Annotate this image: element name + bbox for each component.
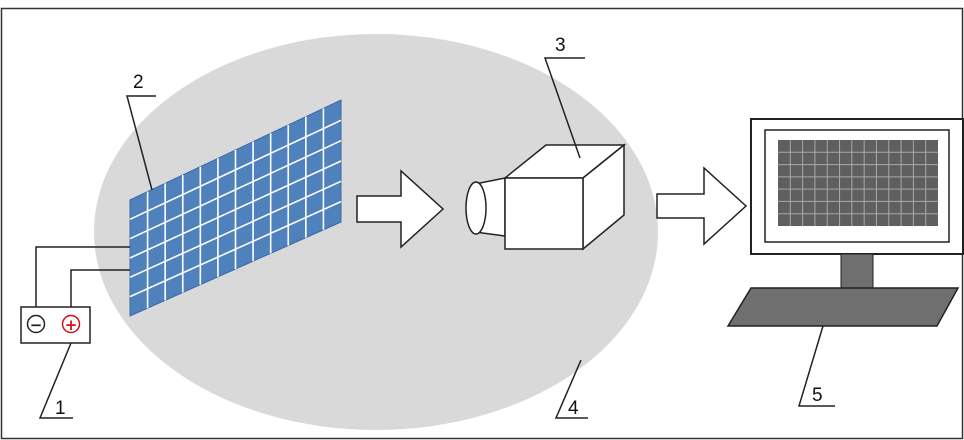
label-illumination: 4 [568,398,579,419]
label-computer: 5 [812,385,823,406]
callout-lines [38,57,835,419]
arrow-right-icon [656,166,748,246]
negative-symbol: − [30,316,43,334]
label-panel: 2 [133,72,144,93]
label-battery: 1 [55,398,66,419]
connection-wires [35,246,130,315]
illumination-area [94,34,658,430]
monitor-stand [840,253,874,289]
negative-terminal-icon [26,314,46,334]
label-camera: 3 [555,35,566,56]
positive-terminal-icon [61,314,81,334]
battery-icon: − + [20,306,91,344]
arrow-right-icon [356,169,445,249]
solar-panel-icon [129,99,342,317]
monitor-icon [750,118,964,289]
camera-icon [465,143,627,251]
keyboard-icon [726,287,960,327]
positive-symbol: + [65,316,78,334]
